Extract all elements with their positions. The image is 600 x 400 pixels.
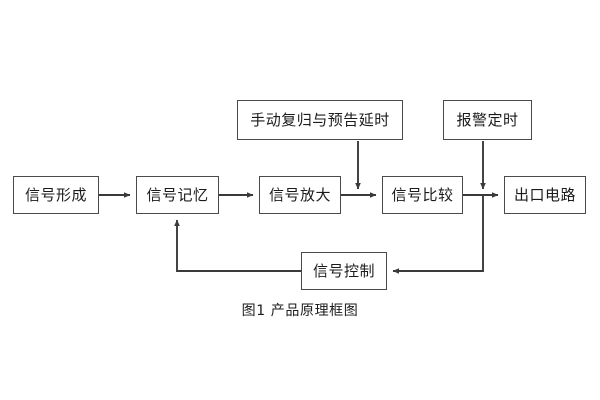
node-signal-memory[interactable]: 信号记忆 [136, 176, 219, 214]
figure-caption: 图1 产品原理框图 [241, 303, 359, 319]
node-signal-control[interactable]: 信号控制 [301, 252, 387, 290]
node-label: 出口电路 [513, 185, 576, 204]
node-signal-formation[interactable]: 信号形成 [13, 176, 99, 214]
connector-output-to-control [392, 195, 484, 274]
connector-control-to-memory [174, 219, 301, 272]
node-label: 信号形成 [24, 185, 87, 204]
node-label: 信号比较 [391, 185, 454, 204]
node-alarm-timer[interactable]: 报警定时 [443, 100, 532, 140]
node-label: 信号控制 [312, 261, 375, 280]
node-label: 报警定时 [456, 110, 519, 129]
node-label: 手动复归与预告延时 [250, 110, 390, 129]
node-output-circuit[interactable]: 出口电路 [504, 176, 586, 214]
node-manual-reset[interactable]: 手动复归与预告延时 [237, 100, 403, 140]
node-signal-compare[interactable]: 信号比较 [382, 176, 463, 214]
node-label: 信号放大 [268, 185, 331, 204]
node-signal-amplify[interactable]: 信号放大 [259, 176, 341, 214]
node-label: 信号记忆 [146, 185, 209, 204]
